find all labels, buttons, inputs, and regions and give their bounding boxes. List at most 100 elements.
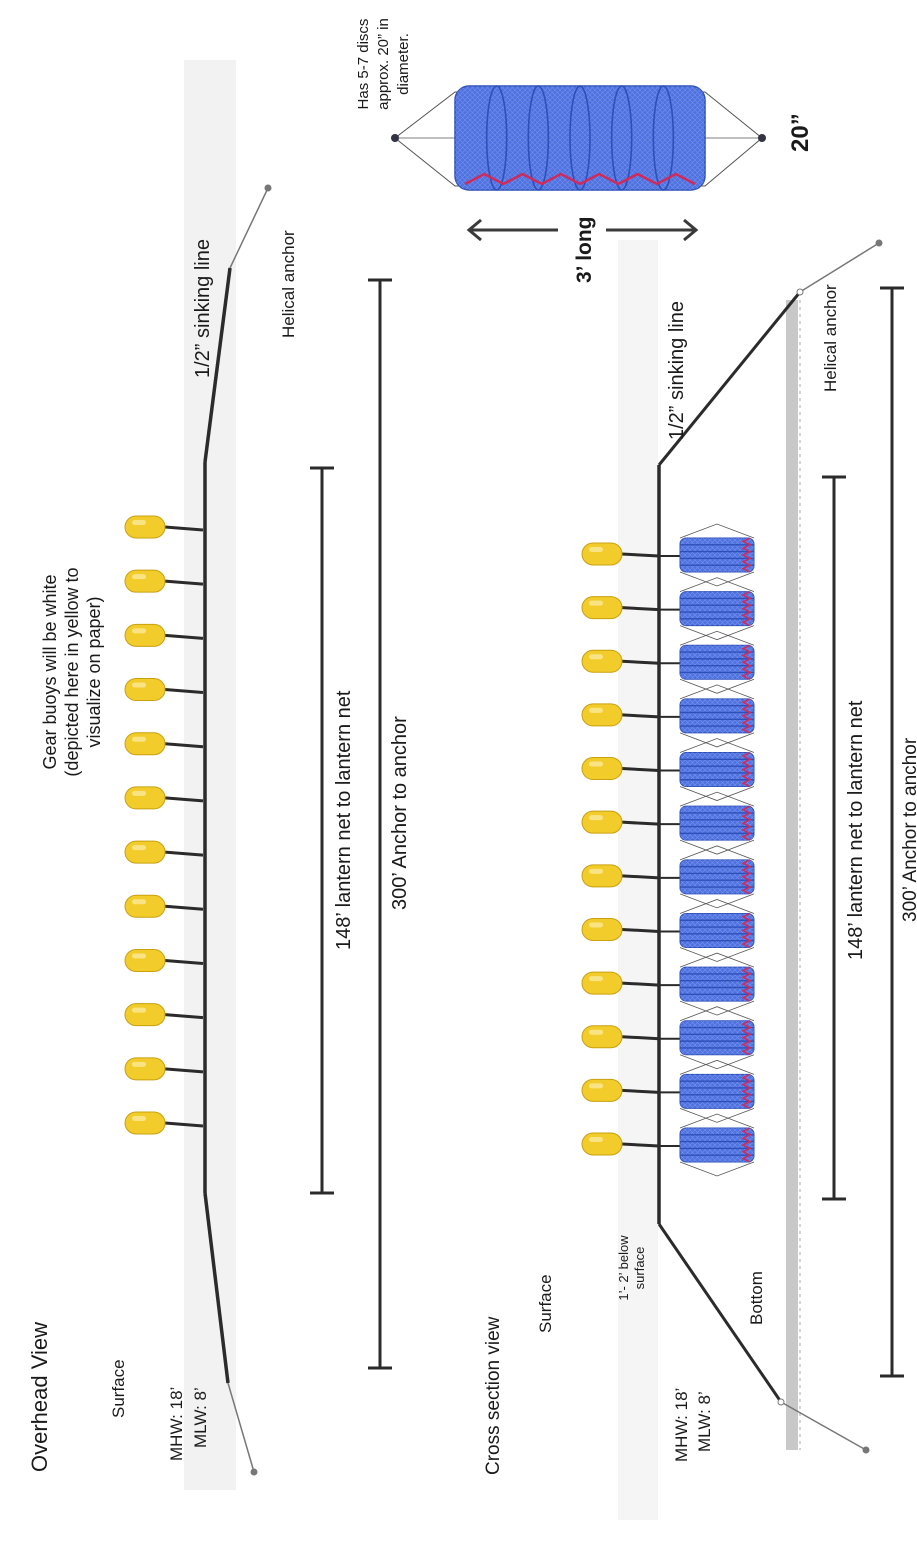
bottom-label: Bottom: [747, 1271, 766, 1325]
net-diameter-label: 20”: [787, 113, 814, 152]
cross-anchor-span-bar: [880, 286, 904, 1378]
cross-bottom-joint-icon: [777, 1398, 785, 1406]
buoy-icon: [581, 703, 623, 727]
cross-net-span-bar: [822, 475, 846, 1201]
lantern-net-icon: [679, 952, 755, 1016]
overhead-net-span-bar: [310, 466, 334, 1195]
cross-unit: [581, 952, 755, 1016]
cross-unit: [581, 845, 755, 909]
cross-line-top: [799, 242, 880, 293]
overhead-buoy-unit: [124, 894, 204, 918]
buoy-icon: [581, 810, 623, 834]
overhead-anchor-span-bar: [368, 278, 392, 1370]
buoy-icon: [581, 649, 623, 673]
cross-unit: [581, 630, 755, 694]
disc-note: Has 5-7 discs approx. 20” in diameter.: [355, 18, 412, 110]
disc-note-line1: Has 5-7 discs: [355, 19, 372, 110]
lantern-net-icon: [391, 85, 766, 191]
overhead-line-top: [229, 187, 269, 269]
overhead-buoy-unit: [124, 948, 204, 972]
cross-unit: [581, 791, 755, 855]
overhead-buoy-unit: [124, 1003, 204, 1027]
overhead-buoy-unit: [124, 678, 204, 702]
overhead-title: Overhead View: [27, 1322, 52, 1472]
buoy-icon: [124, 1111, 166, 1135]
lantern-net-icon: [679, 684, 755, 748]
cross-anchor-joint-icon: [796, 288, 804, 296]
length-arrow: [466, 218, 699, 242]
buoy-icon: [581, 971, 623, 995]
overhead-sinking-line-top: [203, 267, 232, 463]
lantern-net-icon: [679, 899, 755, 962]
overhead-anchor-span-label: 300’ Anchor to anchor: [389, 716, 411, 910]
overhead-helical-anchor-label: Helical anchor: [279, 230, 298, 338]
cross-sinking-line-label: 1/2” sinking line: [666, 301, 688, 440]
cross-sinking-line-top: [657, 291, 802, 466]
overhead-buoy-unit: [124, 1111, 204, 1135]
buoy-icon: [581, 864, 623, 888]
overhead-view: Overhead View Surface MHW: 18’ MLW: 8’ 1…: [27, 60, 411, 1490]
overhead-mhw-label: MHW: 18’: [167, 1387, 186, 1461]
cross-net-span-label: 148’ lantern net to lantern net: [845, 700, 867, 960]
cross-unit: [581, 684, 755, 748]
net-length-label: 3’ long: [573, 216, 596, 283]
buoy-icon: [581, 757, 623, 781]
cross-unit: [581, 1006, 755, 1070]
overhead-buoy-unit: [124, 786, 204, 810]
overhead-buoy-unit: [124, 1057, 204, 1081]
overhead-net-span-label: 148’ lantern net to lantern net: [333, 690, 355, 950]
buoy-icon: [581, 542, 623, 566]
cross-unit: [581, 523, 755, 587]
cross-mlw-label: MLW: 8’: [695, 1391, 714, 1452]
below-surface-line1: 1’- 2’ below: [616, 1235, 631, 1301]
buoy-note-line1: Gear buoys will be white: [40, 574, 60, 769]
buoy-icon: [124, 678, 166, 702]
buoy-icon: [124, 840, 166, 864]
cross-unit: [581, 899, 755, 962]
cross-sinking-line-bottom: [657, 1223, 783, 1403]
cross-anchor-top-icon: [875, 239, 883, 247]
buoy-icon: [581, 1078, 623, 1102]
overhead-buoy-unit: [124, 732, 204, 756]
cross-surface-label: Surface: [536, 1274, 555, 1333]
buoy-icon: [124, 1003, 166, 1027]
buoy-note-line2: (depicted here in yellow to: [62, 567, 82, 776]
buoy-icon: [124, 623, 166, 647]
cross-unit: [581, 1059, 755, 1123]
lantern-net-icon: [679, 630, 755, 694]
cross-line-bottom: [780, 1401, 867, 1451]
disc-note-line3: diameter.: [395, 33, 412, 95]
cross-helical-anchor-label: Helical anchor: [821, 284, 840, 392]
overhead-buoys: [124, 515, 204, 1135]
cross-section-surface-shading: [618, 240, 658, 1520]
overhead-surface-label: Surface: [109, 1359, 128, 1418]
lantern-net-icon: [679, 845, 755, 909]
cross-section-view: Cross section view Surface 1’- 2’ below …: [483, 239, 917, 1520]
overhead-line-bottom: [227, 1382, 255, 1473]
seabed-band: [786, 300, 798, 1450]
lantern-net-icon: [679, 1113, 755, 1177]
cross-section-title: Cross section view: [483, 1316, 504, 1475]
overhead-anchor-bottom-icon: [250, 1468, 258, 1476]
overhead-buoy-unit: [124, 515, 204, 539]
cross-mhw-label: MHW: 18’: [672, 1388, 691, 1462]
lantern-net-icon: [679, 523, 755, 587]
buoy-icon: [124, 894, 166, 918]
overhead-buoy-unit: [124, 623, 204, 647]
buoy-icon: [124, 569, 166, 593]
lantern-net-icon: [679, 791, 755, 855]
buoy-icon: [124, 948, 166, 972]
overhead-sinking-line-bottom: [203, 1192, 230, 1384]
cross-buoys-and-nets: [581, 523, 755, 1177]
buoy-icon: [581, 917, 623, 941]
overhead-buoy-unit: [124, 840, 204, 864]
cross-unit: [581, 577, 755, 641]
lantern-net-icon: [679, 1059, 755, 1123]
lantern-net-icon: [679, 577, 755, 641]
buoy-note-line3: visualize on paper): [84, 596, 104, 747]
cross-anchor-span-label: 300’ Anchor to anchor: [900, 737, 917, 922]
buoy-icon: [124, 786, 166, 810]
buoy-icon: [124, 515, 166, 539]
lantern-net-detail: 3’ long 20” Has 5-7 discs approx. 20” in…: [355, 18, 814, 283]
